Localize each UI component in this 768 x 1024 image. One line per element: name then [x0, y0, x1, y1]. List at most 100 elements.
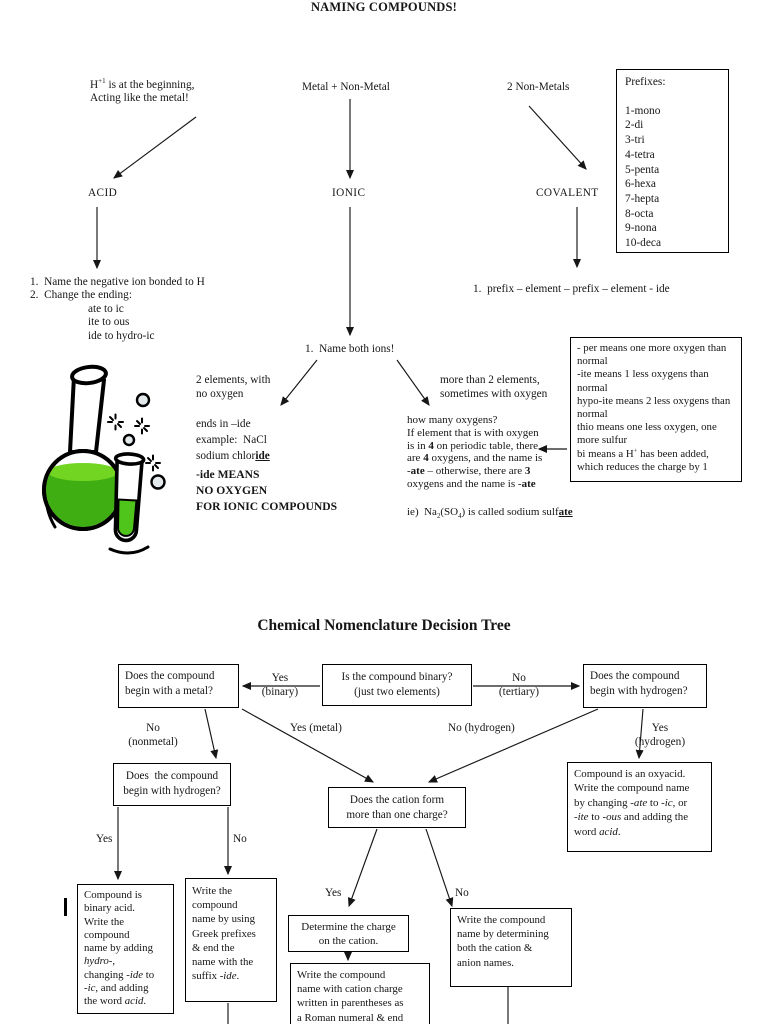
ionic-branch-header: Metal + Non-Metal [302, 81, 390, 93]
label-yes-binary: Yes (binary) [252, 671, 308, 699]
box-begins-with-hydrogen-2: Does the compound begin with hydrogen? [113, 763, 231, 806]
label-yes-metal: Yes (metal) [290, 722, 342, 734]
label-no-nonmetal: No (nonmetal) [118, 721, 188, 749]
test-tube [113, 452, 146, 543]
label-no-tertiary: No (tertiary) [487, 671, 551, 699]
box-begins-with-metal: Does the compound begin with a metal? [118, 664, 239, 708]
box-line: Determine the charge [301, 921, 396, 933]
box-line: (just two elements) [354, 685, 440, 698]
box-greek-prefixes: Write the compound name by using Greek p… [185, 878, 277, 1002]
label-line: (hydrogen) [634, 736, 686, 748]
box-line: Does the compound [125, 670, 215, 682]
ionic-node: IONIC [332, 187, 366, 199]
box-line: word acid. [574, 825, 621, 838]
prefixes-title: Prefixes: [625, 76, 666, 88]
box-line: Does the cation form [349, 794, 445, 806]
detail-line: are 4 oxygens, and the name is [407, 452, 543, 465]
prefix-item: 5-penta [625, 163, 660, 176]
emphasis-line: -ide MEANS [196, 468, 260, 481]
box-line: begin with a metal? [125, 684, 213, 697]
box-cation-charge: Does the cation form more than one charg… [328, 787, 466, 828]
box-line: Greek prefixes [192, 927, 256, 940]
box-line: Write the compound [297, 969, 386, 981]
acid-step: 2. Change the ending: [30, 289, 132, 302]
detail-line: ends in –ide [196, 418, 251, 430]
label-line: no oxygen [196, 387, 244, 400]
detail-line: is in 4 on periodic table, there [407, 439, 539, 452]
acid-header-line: H+1 is at the beginning, [90, 77, 195, 91]
oxygens-detail: how many oxygens? If element that is wit… [407, 414, 542, 491]
prefix-item: 6-hexa [625, 178, 656, 191]
box-line: changing -ide to [84, 968, 155, 981]
box-line: name with cation charge [297, 983, 403, 996]
emphasis-line: FOR IONIC COMPOUNDS [196, 500, 338, 513]
box-oxyacid: Compound is an oxyacid. Write the compou… [567, 762, 712, 852]
acid-node: ACID [88, 187, 118, 199]
prefixes-box: Prefixes: 1-mono 2-di 3-tri 4-tetra 5-pe… [616, 69, 729, 253]
note-line: - per means one more oxygen than normal [577, 342, 727, 368]
label-no-hydrogen: No (hydrogen) [448, 722, 515, 734]
box-line: binary acid. [84, 902, 135, 915]
box-line: name by using [192, 913, 255, 926]
label-yes-charge: Yes [325, 887, 342, 899]
flask-neck [68, 364, 108, 454]
box-line: compound [84, 928, 130, 941]
box-line: Write the compound name [574, 782, 690, 795]
prefix-item: 4-tetra [625, 148, 655, 161]
two-elements-label: 2 elements, with no oxygen [196, 374, 270, 401]
detail-line: example: NaCl [196, 434, 267, 446]
label-line: sometimes with oxygen [440, 387, 548, 400]
covalent-branch-header: 2 Non-Metals [507, 81, 570, 93]
box-binary-acid: Compound is binary acid. Write the compo… [77, 884, 174, 1014]
label-line: Yes [651, 722, 669, 734]
label-no-covalent: No [233, 833, 247, 845]
acid-step: 1. Name the negative ion bonded to H [30, 276, 205, 288]
box-line: written in parentheses as [297, 997, 404, 1010]
detail-line: sodium chloride [196, 450, 270, 462]
box-line: Is the compound binary? [341, 671, 453, 683]
prefix-item: 3-tri [625, 134, 645, 147]
box-line: Does the compound [125, 770, 219, 782]
naming-title: NAMING COMPOUNDS! [310, 0, 458, 14]
box-line: the word acid. [84, 995, 147, 1008]
sulfate-example: ie) Na2(SO4) is called sodium sulfate [407, 506, 573, 521]
note-line: -ite means 1 less oxygens than normal [577, 368, 709, 394]
flask-clipart [42, 364, 166, 555]
label-line: No [146, 722, 160, 734]
flask-liquid [46, 463, 120, 527]
acid-branch-header: H+1 is at the beginning, Acting like the… [90, 77, 195, 105]
prefix-item: 10-deca [625, 237, 662, 250]
box-line: Does the compound [590, 670, 680, 682]
box-line: begin with hydrogen? [123, 784, 221, 797]
detail-line: If element that is with oxygen [407, 426, 539, 439]
box-is-binary: Is the compound binary? (just two elemen… [322, 664, 472, 706]
box-line: Write the [84, 915, 125, 928]
box-line: on the cation. [318, 935, 379, 947]
detail-line: how many oxygens? [407, 414, 498, 426]
covalent-node: COVALENT [536, 187, 599, 199]
box-line: Compound is an oxyacid. [574, 768, 686, 780]
label-line: Yes [271, 672, 289, 684]
note-line: hypo-ite means 2 less oxygens than norma… [577, 394, 731, 421]
emphasis-line: NO OXYGEN [196, 484, 268, 497]
oxygen-notes-box: - per means one more oxygen than normal … [570, 337, 742, 482]
box-line: more than one charge? [346, 808, 448, 821]
box-begins-with-hydrogen: Does the compound begin with hydrogen? [583, 664, 707, 708]
note-line: bi means a H+ has been added, which redu… [577, 447, 709, 473]
box-line: -ic, and adding [84, 982, 149, 995]
box-roman-numeral: Write the compound name with cation char… [290, 963, 430, 1024]
label-no-charge: No [455, 887, 469, 899]
box-line: Write the compound [457, 914, 546, 926]
label-yes-hydrogen: Yes (hydrogen) [624, 721, 696, 749]
box-line: & end the [192, 941, 235, 954]
covalent-rule: 1. prefix – element – prefix – element -… [473, 283, 670, 295]
box-line: Compound is [84, 889, 142, 901]
ionic-rule: 1. Name both ions! [305, 343, 395, 355]
label-line: No [512, 672, 526, 684]
box-determine-charge: Determine the charge on the cation. [288, 915, 409, 952]
acid-step: ate to ic [88, 302, 124, 315]
sparkle-icon [107, 413, 161, 472]
box-line: anion names. [457, 956, 514, 969]
label-line: (nonmetal) [128, 736, 178, 748]
acid-step: ite to ous [88, 316, 130, 329]
